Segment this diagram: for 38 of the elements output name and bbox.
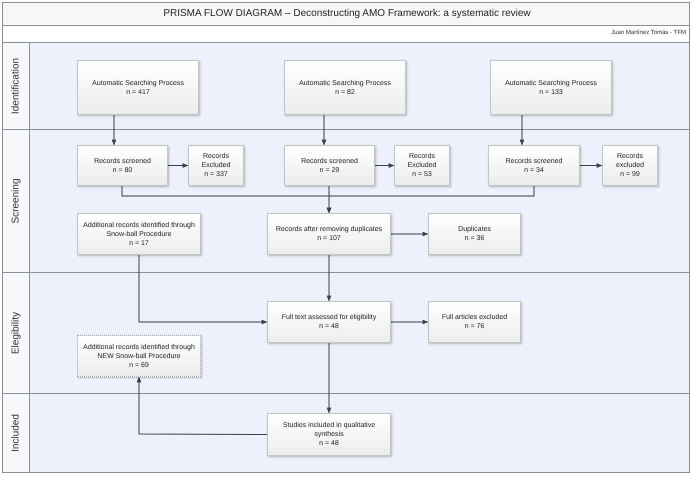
process-box (267, 301, 391, 343)
process-box (267, 413, 391, 456)
process-box (284, 60, 406, 115)
process-box (490, 60, 612, 115)
arrow (326, 342, 332, 414)
process-box (428, 301, 521, 343)
swimlane (2, 42, 690, 130)
arrow (374, 163, 395, 168)
swimlane (2, 272, 690, 394)
process-box (602, 145, 658, 186)
process-box (77, 60, 199, 115)
process-box (267, 213, 391, 255)
process-box (428, 213, 521, 255)
process-box (488, 145, 580, 186)
arrow (112, 114, 116, 146)
lane-title: Included (10, 414, 22, 452)
process-box (284, 145, 375, 186)
arrow (390, 320, 429, 324)
lane-title: Screening (10, 178, 22, 224)
process-box (77, 145, 168, 186)
arrow (390, 232, 429, 236)
process-box (77, 335, 201, 377)
arrow (136, 376, 268, 435)
swimlane (2, 393, 690, 473)
arrow (168, 163, 189, 168)
arrow (326, 186, 534, 214)
diagram-title: PRISMA FLOW DIAGRAM – Deconstructing AMO Framework: a systematic review (162, 8, 532, 19)
lane-title: Elegibility (10, 312, 22, 354)
arrow (520, 114, 524, 146)
lane-title: Identification (10, 58, 22, 114)
arrow (326, 254, 332, 302)
arrow (580, 163, 603, 168)
process-box (394, 145, 450, 186)
process-box (188, 145, 244, 186)
arrow (138, 254, 268, 324)
arrow (322, 114, 326, 146)
process-box (77, 213, 201, 255)
swimlane (2, 129, 690, 273)
